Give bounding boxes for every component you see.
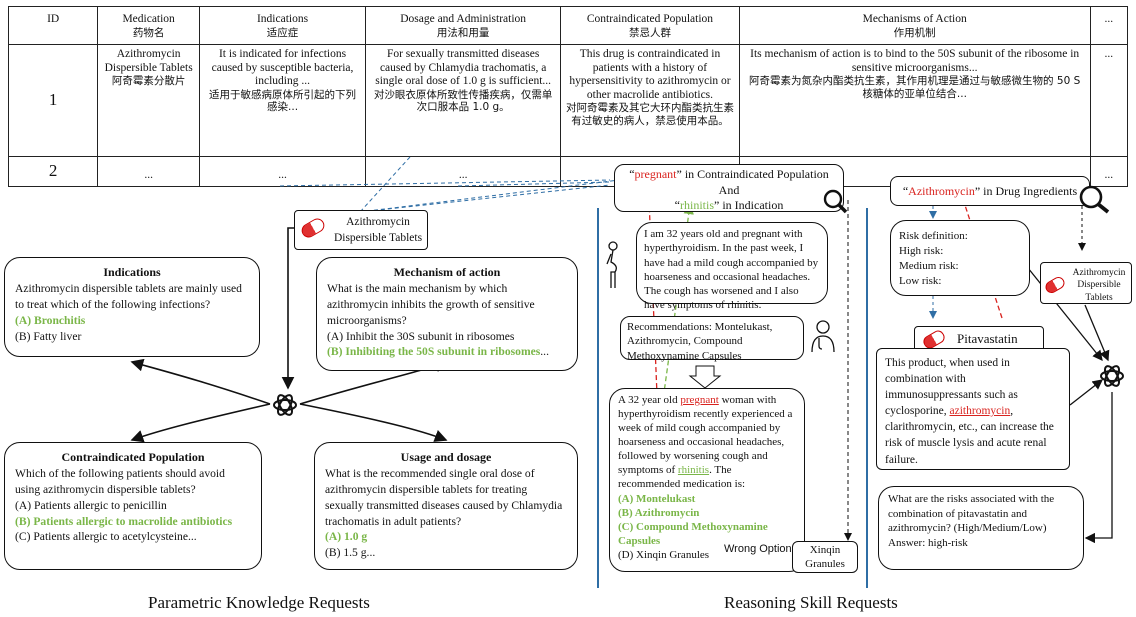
card-title: Contraindicated Population <box>61 450 205 464</box>
query-box-ingredients: “Azithromycin” in Drug Ingredients <box>890 176 1090 206</box>
llm-logo-icon <box>271 391 299 419</box>
option: (B) Fatty liver <box>15 329 82 343</box>
patient-query-box: I am 32 years old and pregnant with hype… <box>636 222 828 311</box>
pill-icon <box>299 215 327 241</box>
xinqin-granules-box: Xinqin Granules <box>792 541 858 573</box>
pregnant-woman-icon <box>603 240 625 295</box>
correct-option: (A) 1.0 g <box>325 530 368 544</box>
contraindicated-card: Contraindicated Population Which of the … <box>4 442 262 570</box>
search-icon <box>822 188 848 219</box>
card-title: Mechanism of action <box>393 265 501 279</box>
drug-label-azithromycin-right: Azithromycin Dispersible Tablets <box>1040 262 1132 304</box>
correct-option: (C) Compound Methoxynamine Capsules <box>618 520 768 547</box>
question-text: What is the main mechanism by which azit… <box>327 281 535 327</box>
correct-option: (B) Azithromycin <box>618 506 700 519</box>
indications-card: Indications Azithromycin dispersible tab… <box>4 257 260 357</box>
highlight-term: azithromycin <box>949 405 1011 418</box>
cell-ellipsis: ... <box>1089 156 1129 187</box>
question-text: What is the recommended single oral dose… <box>325 466 563 528</box>
caption-reasoning: Reasoning Skill Requests <box>724 593 898 612</box>
option: (D) Xinqin Granules <box>618 548 710 561</box>
cell-indications: It is indicated for infections caused by… <box>198 44 367 157</box>
llm-logo-icon <box>1098 362 1126 390</box>
cell-contraindicated: This drug is contraindicated in patients… <box>560 44 740 157</box>
option: (A) Inhibit the 30S subunit in ribosomes <box>327 329 515 343</box>
query-term: rhinitis <box>680 198 715 213</box>
header-id: ID <box>7 6 99 45</box>
row-id: 2 <box>7 156 99 187</box>
header-more: ... <box>1089 6 1129 45</box>
query-term: pregnant <box>634 167 677 181</box>
cell-more: ... <box>1089 44 1129 157</box>
caption-parametric: Parametric Knowledge Requests <box>148 593 370 612</box>
card-title: Indications <box>103 265 161 279</box>
search-icon <box>1078 184 1110 219</box>
option: (A) Patients allergic to penicillin <box>15 498 167 512</box>
correct-option: (B) Inhibiting the 50S subunit in riboso… <box>327 345 541 359</box>
doctor-icon <box>810 318 836 359</box>
query-term: Azithromycin <box>908 184 975 198</box>
answer-text: Answer: high-risk <box>888 537 968 550</box>
usage-card: Usage and dosage What is the recommended… <box>314 442 578 570</box>
row-id: 1 <box>7 44 99 157</box>
risk-definition-box: Risk definition: High risk: Medium risk:… <box>890 220 1030 296</box>
mechanism-card: Mechanism of action What is the main mec… <box>316 257 578 371</box>
highlight-term: rhinitis <box>677 464 710 477</box>
pitavastatin-info-box: This product, when used in combination w… <box>876 348 1070 470</box>
correct-option: (A) Bronchitis <box>15 313 86 327</box>
reasoning-question-box: A 32 year old pregnant woman with hypert… <box>609 388 805 572</box>
risk-question-box: What are the risks associated with the c… <box>878 486 1084 570</box>
question-text: Which of the following patients should a… <box>15 466 225 496</box>
pill-icon <box>1043 274 1067 296</box>
option: (B) 1.5 g... <box>325 546 376 560</box>
option: (C) Patients allergic to acetylcysteine.… <box>15 530 197 544</box>
drug-label-pitavastatin: Pitavastatin <box>914 326 1044 352</box>
question-text: Azithromycin dispersible tablets are mai… <box>15 281 242 311</box>
card-title: Usage and dosage <box>400 450 492 464</box>
highlight-term: pregnant <box>680 394 719 406</box>
correct-option: (B) Patients allergic to macrolide antib… <box>15 514 233 528</box>
correct-option: (A) Montelukast <box>618 492 696 505</box>
wrong-option-label: Wrong Option <box>724 543 792 555</box>
query-box-reasoning: “pregnant” in Contraindicated Population… <box>614 164 844 212</box>
drug-label-azithromycin: Azithromycin Dispersible Tablets <box>294 210 428 250</box>
cell-dosage: For sexually transmitted diseases caused… <box>365 44 562 157</box>
recommendation-box: Recommendations: Montelukast, Azithromyc… <box>620 316 804 362</box>
